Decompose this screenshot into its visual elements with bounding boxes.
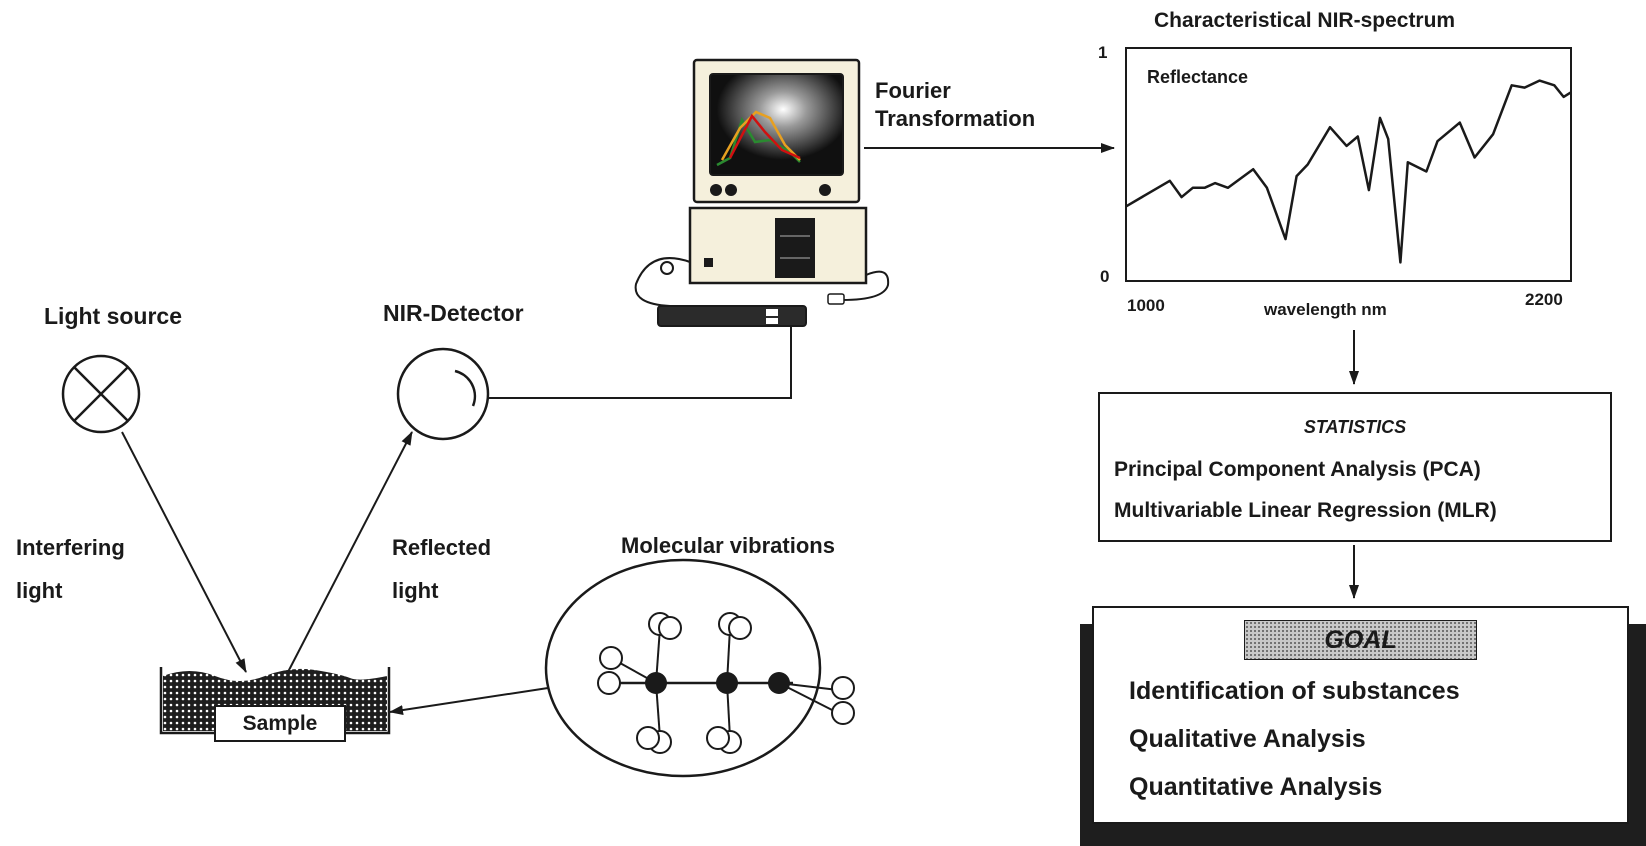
statistics-title: STATISTICS [1303,417,1407,437]
statistics-pca: Principal Component Analysis (PCA) [1114,458,1481,481]
fourier-label-line2: Transformation [875,106,1036,131]
reflected-label-line1: Reflected [392,535,492,560]
sample-box: Sample [214,705,346,742]
goal-box: GOAL Identification of substances Qualit… [1092,606,1629,824]
spectrum-ylabel: Reflectance [1147,67,1249,87]
spectrum-xlabel: wavelength nm [1264,300,1387,319]
molecule-illustration [544,558,855,778]
statistics-box: STATISTICS Principal Component Analysis … [1098,392,1612,542]
spectrum-chart [1125,47,1572,282]
goal-quantitative: Quantitative Analysis [1129,773,1383,801]
spectrum-xmax-label: 2200 [1525,290,1563,309]
vibration-arrow [389,687,549,715]
nir-detector-icon [396,347,490,441]
reflected-label-line2: light [392,578,439,603]
detector-cable [488,327,792,399]
spectrum-title: Characteristical NIR-spectrum [1154,9,1456,32]
light-source-label: Light source [44,303,183,329]
spectrum-ymin-label: 0 [1100,267,1110,286]
goal-title: GOAL [1324,625,1397,654]
molecular-vibrations-label: Molecular vibrations [621,533,835,558]
interfering-label-line1: Interfering [16,535,125,560]
goal-identification: Identification of substances [1129,677,1460,705]
fourier-label-line1: Fourier [875,78,951,103]
spectrum-ymax-label: 1 [1098,43,1108,62]
interfering-light-arrow [121,431,247,673]
reflected-light-arrow [287,431,413,673]
goal-header: GOAL [1244,620,1477,660]
spectrum-xmin-label: 1000 [1127,296,1165,315]
goal-qualitative: Qualitative Analysis [1129,725,1366,753]
nir-detector-label: NIR-Detector [383,300,524,326]
statistics-mlr: Multivariable Linear Regression (MLR) [1114,499,1497,522]
spectrum-series-line-0 [1125,79,1572,264]
light-source-icon [61,354,141,434]
interfering-label-line2: light [16,578,63,603]
sample-label: Sample [242,712,318,735]
computer-icon [634,58,890,327]
